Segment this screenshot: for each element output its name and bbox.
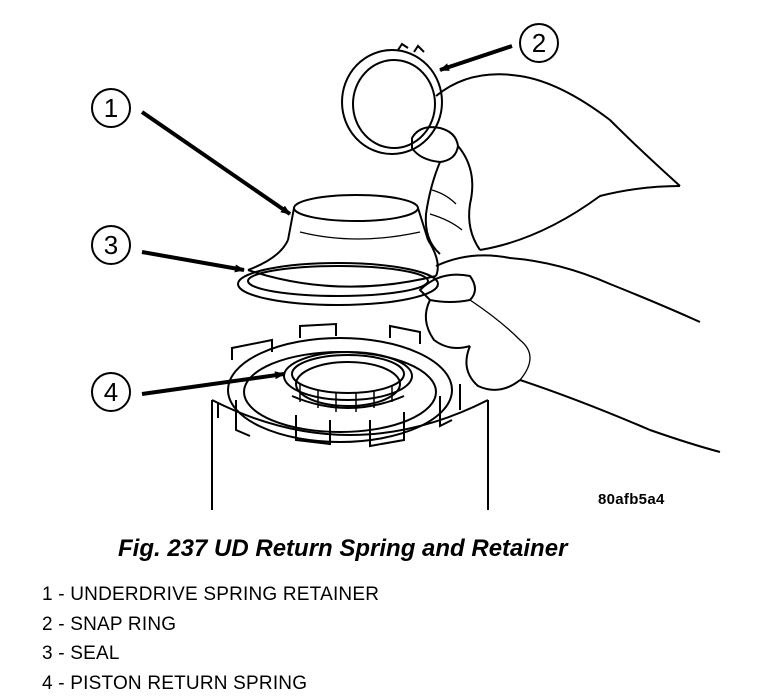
exploded-view-illustration: 1 2 3 4 — [91, 23, 721, 510]
upper-hand — [411, 73, 681, 255]
svg-text:2: 2 — [532, 28, 546, 58]
svg-text:1: 1 — [104, 93, 118, 123]
snap-ring — [341, 42, 443, 155]
underdrive-spring-retainer — [247, 194, 439, 288]
legend-item: 4 - PISTON RETURN SPRING — [42, 672, 308, 694]
svg-text:4: 4 — [104, 377, 118, 407]
leader-arrow-2 — [439, 44, 513, 72]
leader-arrow-4 — [141, 371, 285, 396]
callout-4: 4 — [91, 371, 285, 412]
callout-1: 1 — [91, 88, 292, 216]
leader-arrow-1 — [140, 110, 292, 216]
legend-item: 2 - SNAP RING — [42, 613, 177, 635]
piston-return-spring — [283, 351, 413, 412]
seal — [237, 262, 439, 306]
svg-text:3: 3 — [104, 230, 118, 260]
callout-2: 2 — [439, 23, 559, 72]
parts-legend: 1 - UNDERDRIVE SPRING RETAINER 2 - SNAP … — [42, 580, 379, 698]
legend-item: 1 - UNDERDRIVE SPRING RETAINER — [42, 584, 380, 605]
lower-hand — [418, 254, 721, 453]
figure-caption: Fig. 237 UD Return Spring and Retainer — [118, 535, 568, 562]
figure-id-code: 80afb5a4 — [598, 491, 665, 508]
callout-3: 3 — [91, 225, 245, 273]
leader-arrow-3 — [141, 250, 245, 273]
legend-item: 3 - SEAL — [42, 643, 120, 664]
